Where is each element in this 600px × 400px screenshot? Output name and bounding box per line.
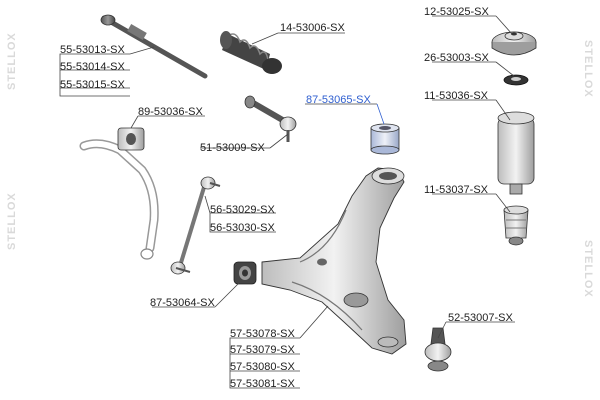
part-label-control-arm-4: 57-53081-SX (230, 378, 295, 390)
part-label-tie-rod-end: 51-53009-SX (200, 142, 265, 154)
ball-joint-part (424, 327, 452, 372)
part-label-stabilizer-bushing: 89-53036-SX (138, 106, 203, 118)
part-label-bump-stop: 11-53037-SX (424, 184, 489, 196)
part-label-dust-boot: 11-53036-SX (424, 90, 489, 102)
part-label-bearing: 26-53003-SX (424, 52, 489, 64)
stabilizer-bushing-part (117, 127, 145, 151)
part-label-ball-joint: 52-53007-SX (448, 312, 513, 324)
part-label-top-mount: 12-53025-SX (424, 6, 489, 18)
control-arm-part (261, 167, 407, 355)
part-label-control-arm-2: 57-53079-SX (230, 344, 295, 356)
part-label-tie-rod-1: 55-53013-SX (60, 44, 125, 56)
part-label-arm-bushing: 87-53064-SX (150, 297, 215, 309)
tie-rod-part (100, 14, 208, 79)
part-label-control-arm-3: 57-53080-SX (230, 361, 295, 373)
tie-rod-end-part (244, 95, 297, 142)
part-label-highlighted-bushing: 87-53065-SX (306, 94, 371, 106)
leader-lines (59, 15, 515, 389)
bump-stop-part (503, 205, 529, 246)
part-label-control-arm-1: 57-53078-SX (230, 328, 295, 340)
stabilizer-bar-part (79, 139, 159, 260)
part-label-tie-rod-3: 55-53015-SX (60, 79, 125, 91)
stabilizer-link-part (170, 176, 221, 275)
top-mount-part (491, 31, 537, 56)
part-label-stabilizer-link-1: 56-53029-SX (210, 204, 275, 216)
part-label-stabilizer-link-2: 56-53030-SX (210, 222, 275, 234)
part-label-tie-rod-2: 55-53014-SX (60, 61, 125, 73)
part-label-boot: 14-53006-SX (280, 22, 345, 34)
bearing-part (503, 74, 529, 86)
arm-bushing-part (233, 261, 257, 285)
dust-boot-part (497, 111, 535, 195)
steering-boot-part (220, 31, 282, 74)
highlighted-bushing-part (370, 123, 400, 155)
